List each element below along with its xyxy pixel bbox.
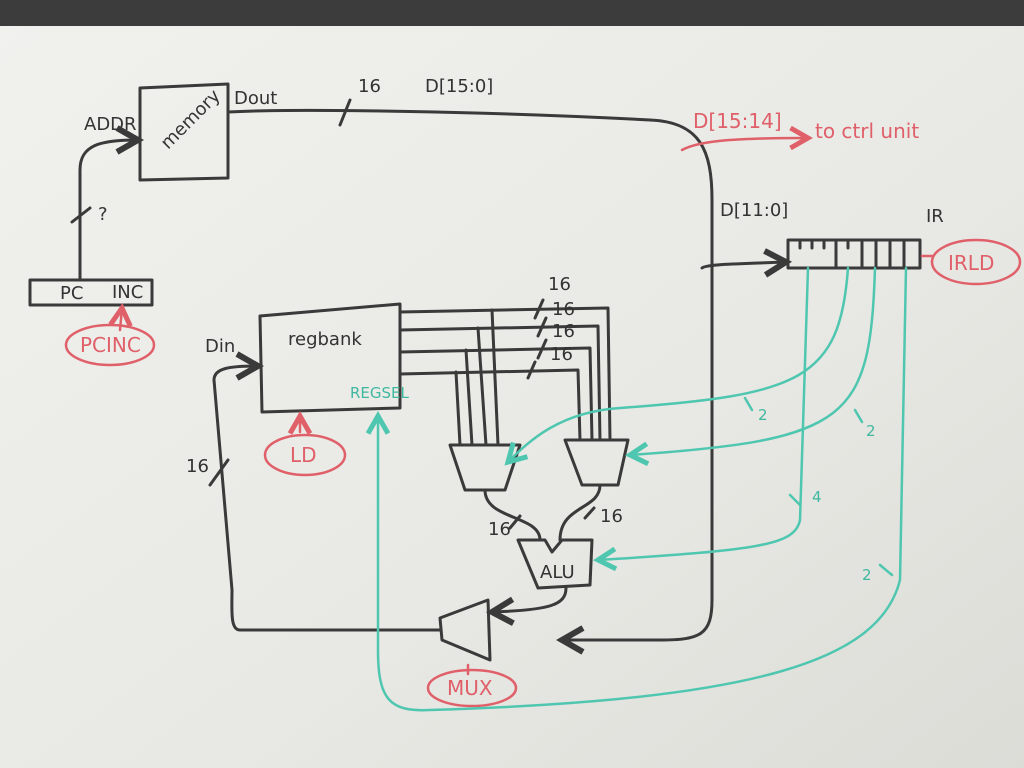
reg-out-width-1: 16 xyxy=(548,274,571,295)
irld-label: IRLD xyxy=(948,251,994,275)
bus-label: D[15:0] xyxy=(425,76,493,97)
ld-label: LD xyxy=(290,443,317,467)
alu-in-width-a: 16 xyxy=(488,519,511,540)
din-width: 16 xyxy=(186,456,209,477)
pc-width: ? xyxy=(98,204,108,225)
ctrl-dest-label: to ctrl unit xyxy=(815,119,919,143)
sel-width-a: 2 xyxy=(758,406,768,424)
instruction-register: IR xyxy=(786,206,944,270)
alu xyxy=(516,538,594,590)
addr-label: ADDR xyxy=(84,114,137,135)
board-frame xyxy=(0,0,1024,26)
regbank-label: regbank xyxy=(288,329,362,350)
reg-out-width-2: 16 xyxy=(552,299,575,320)
dout-label: Dout xyxy=(234,88,277,109)
sel-width-regsel: 2 xyxy=(862,566,872,584)
irld-cloud xyxy=(930,238,1022,286)
ir-label: IR xyxy=(926,206,944,227)
program-counter: PC INC xyxy=(28,278,154,307)
sel-width-alu: 4 xyxy=(812,488,822,506)
alu-label: ALU xyxy=(540,562,575,583)
ir-bits-label: D[11:0] xyxy=(720,200,788,221)
mux-label: MUX xyxy=(447,676,493,700)
pcinc-label: PCINC xyxy=(80,333,141,357)
output-mux xyxy=(438,598,492,662)
pc-label: PC xyxy=(60,283,83,304)
pc-inc-label: INC xyxy=(112,282,143,303)
ld-cloud xyxy=(263,433,347,477)
regsel-label: REGSEL xyxy=(350,384,410,402)
reg-out-width-3: 16 xyxy=(552,321,575,342)
din-label: Din xyxy=(205,336,235,357)
mux-a xyxy=(448,443,522,492)
mux-cloud xyxy=(426,668,518,708)
ctrl-bits-label: D[15:14] xyxy=(693,109,782,133)
alu-in-width-b: 16 xyxy=(600,506,623,527)
sel-width-b: 2 xyxy=(866,422,876,440)
reg-out-width-4: 16 xyxy=(550,344,573,365)
register-bank: regbank REGSEL Din xyxy=(205,302,410,414)
pcinc-cloud xyxy=(64,323,156,367)
mux-b xyxy=(563,438,630,487)
bus-width: 16 xyxy=(358,76,381,97)
